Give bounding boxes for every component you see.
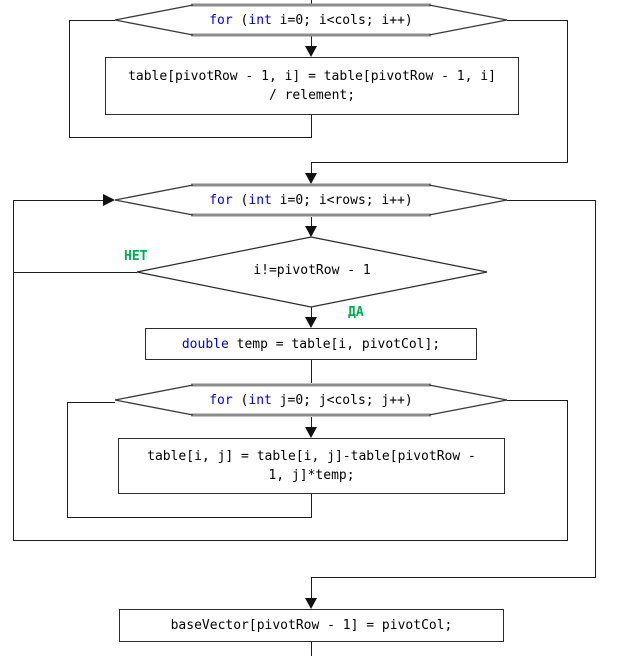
keyword-for: for	[209, 192, 233, 208]
base-vector-line: baseVector[pivotRow - 1] = pivotCol;	[170, 618, 453, 633]
yes-branch-label: ДА	[348, 305, 364, 320]
connector-rows-loopback-top	[13, 200, 103, 201]
connector-hex3-to-rect3	[311, 417, 312, 428]
arrowhead-into-rect3	[305, 427, 317, 438]
keyword-int: int	[248, 392, 272, 408]
arrowhead-into-hex2-left-vertex	[103, 194, 115, 206]
arrowhead-into-hex2	[305, 173, 317, 184]
connector-entry-top	[311, 0, 312, 4]
rows-for-loop-label: for (int i=0; i<rows; i++)	[209, 192, 413, 208]
connector-loopback1-bottom	[69, 137, 312, 138]
rows-for-loop-hexagon	[114, 183, 508, 217]
no-branch-label: НЕТ	[124, 249, 148, 264]
keyword-int: int	[248, 192, 272, 208]
arrowhead-into-rect1	[305, 46, 317, 57]
connector-exit2-across	[311, 577, 596, 578]
connector-rect3-down	[311, 492, 312, 518]
connector-loopback1-top	[69, 20, 115, 21]
connector-exit2-right	[507, 200, 596, 201]
connector-exit1-down	[567, 20, 568, 163]
connector-exit1-across	[311, 162, 568, 163]
arrowhead-into-rect4	[305, 598, 317, 609]
connector-exit-bottom	[311, 640, 312, 656]
temp-assignment-statement: double temp = table[i, pivotCol];	[145, 328, 477, 360]
connector-rect1-down	[311, 115, 312, 138]
connector-into-rect4	[311, 577, 312, 598]
connector-hex2-to-diamond	[311, 217, 312, 227]
row-update-statement: table[i, j] = table[i, j]-table[pivotRow…	[118, 438, 505, 494]
arrowhead-into-diamond	[305, 226, 317, 237]
keyword-double: double	[181, 336, 229, 352]
connector-rows-loopback-left	[13, 200, 14, 541]
row-update-line2: 1, j]*temp;	[268, 468, 355, 483]
arrowhead-into-rect2	[305, 317, 317, 328]
pivot-row-check-diamond	[136, 236, 488, 308]
connector-loopback3-top	[67, 402, 115, 403]
connector-loopback3-left	[67, 402, 68, 518]
temp-assignment-line: double temp = table[i, pivotCol];	[181, 336, 441, 352]
connector-exit2-down	[595, 200, 596, 578]
connector-rect2-to-hex3	[311, 358, 312, 383]
connector-loopback1-left	[69, 20, 70, 138]
connector-exit3-down	[567, 400, 568, 541]
row-update-line1: table[i, j] = table[i, j]-table[pivotRow…	[147, 449, 476, 464]
connector-hex1-to-rect1	[311, 36, 312, 47]
connector-no-branch	[13, 272, 137, 273]
connector-exit1-right	[507, 20, 568, 21]
connector-body-end-across	[13, 540, 568, 541]
base-vector-statement: baseVector[pivotRow - 1] = pivotCol;	[119, 609, 504, 642]
normalize-row-statement: table[pivotRow - 1, i] = table[pivotRow …	[105, 57, 519, 115]
keyword-for: for	[209, 12, 233, 28]
cols-for-loop-hexagon	[114, 383, 508, 417]
outer-for-loop-label: for (int i=0; i<cols; i++)	[209, 12, 413, 28]
connector-yes-branch	[311, 306, 312, 318]
pivot-row-check-label: i!=pivotRow - 1	[253, 262, 371, 278]
connector-loopback3-bottom	[67, 517, 312, 518]
outer-for-loop-hexagon	[114, 3, 508, 37]
keyword-int: int	[248, 12, 272, 28]
cols-for-loop-label: for (int j=0; j<cols; j++)	[209, 392, 413, 408]
connector-exit3-right	[507, 400, 568, 401]
connector-into-hex2	[311, 162, 312, 174]
normalize-row-line2: / relement;	[268, 88, 356, 103]
keyword-for: for	[209, 392, 233, 408]
normalize-row-line1: table[pivotRow - 1, i] = table[pivotRow …	[128, 69, 496, 84]
